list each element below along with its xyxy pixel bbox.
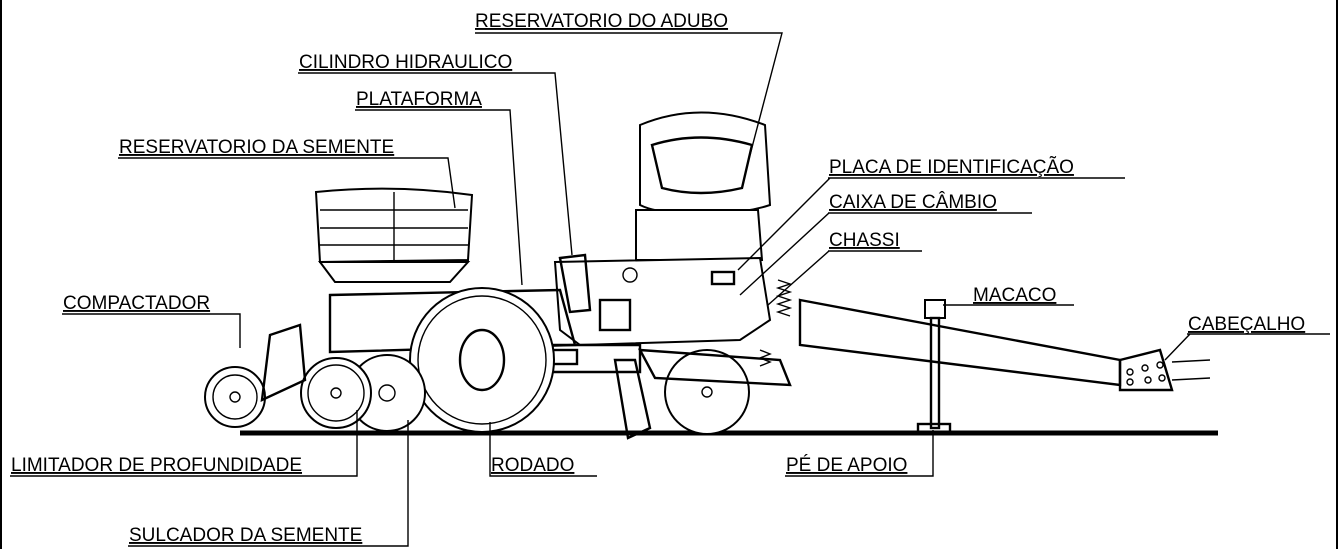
depth-limiter-wheel-drawing: [300, 357, 372, 429]
fertilizer-hopper-drawing: [635, 111, 772, 261]
label-reservatorio-adubo: RESERVATORIO DO ADUBO: [475, 11, 728, 32]
label-placa-identificacao: PLACA DE IDENTIFICAÇÃO: [829, 156, 1074, 178]
hydraulic-cylinder-drawing: [558, 253, 592, 314]
label-rodado: RODADO: [491, 455, 574, 476]
front-wheel-drawing: [637, 348, 792, 435]
label-pe-apoio: PÉ DE APOIO: [786, 455, 907, 476]
jack-drawing: [916, 299, 952, 434]
label-compactador: COMPACTADOR: [63, 293, 210, 314]
label-cilindro-hidraulico: CILINDRO HIDRAULICO: [299, 52, 512, 73]
leader-lines: [10, 32, 1330, 547]
label-sulcador-semente: SULCADOR DA SEMENTE: [129, 525, 362, 546]
label-limitador-profundidade: LIMITADOR DE PROFUNDIDADE: [11, 455, 302, 476]
coulter-shank-drawing: [613, 358, 652, 440]
label-plataforma: PLATAFORMA: [356, 89, 482, 110]
compactor-wheel-drawing: [204, 323, 307, 428]
drawbar-drawing: [798, 298, 1211, 392]
transport-wheel-drawing: [409, 287, 555, 433]
label-reservatorio-semente: RESERVATORIO DA SEMENTE: [119, 137, 394, 158]
label-chassi: CHASSI: [829, 230, 900, 251]
label-macaco: MACACO: [973, 285, 1056, 306]
label-cabecalho: CABEÇALHO: [1188, 314, 1305, 335]
seed-hopper-drawing: [314, 187, 474, 283]
label-caixa-cambio: CAIXA DE CÂMBIO: [829, 191, 997, 213]
